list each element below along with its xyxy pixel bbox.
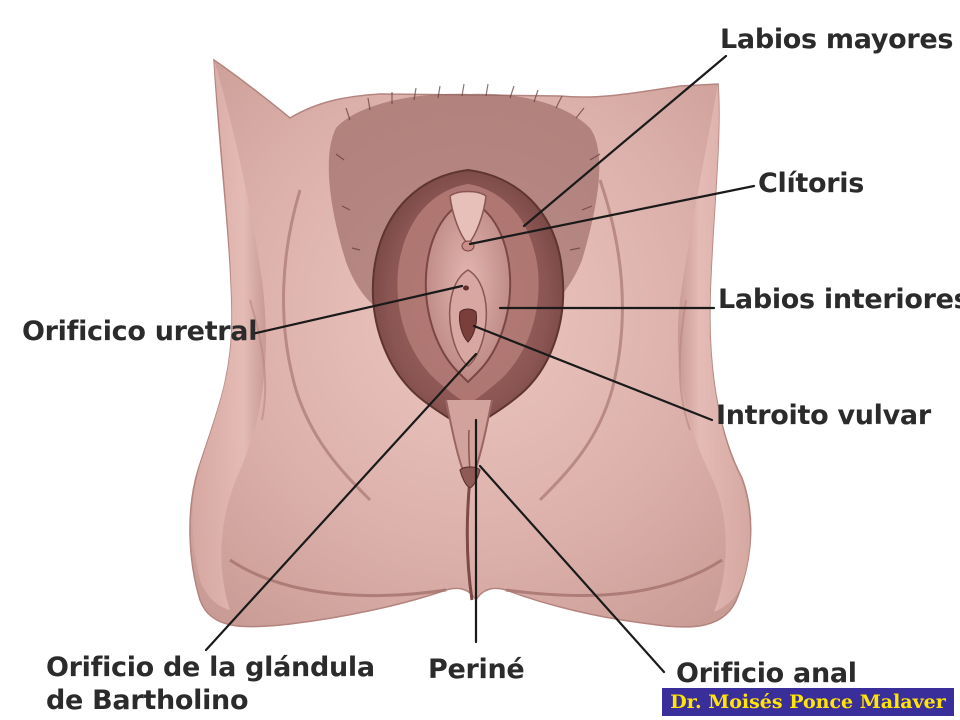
left-thigh-fold — [249, 299, 267, 421]
label-labios-interiores: Labios interiores — [718, 284, 960, 315]
right-thigh-shade — [677, 84, 751, 612]
urethral-opening — [463, 285, 469, 291]
vaginal-opening — [459, 308, 477, 343]
gluteal-cleft — [465, 477, 474, 601]
leader-orificio-anal — [478, 464, 666, 674]
label-introito-vulvar: Introito vulvar — [716, 400, 931, 431]
leader-labios-mayores — [522, 54, 728, 228]
left-groin-crease — [282, 189, 372, 502]
leader-clitoris — [468, 184, 756, 246]
leader-lines — [204, 54, 756, 674]
label-orificio-bartholino: Orificio de la glándula de Bartholino — [46, 652, 375, 716]
clitoral-hood — [449, 190, 487, 246]
right-buttock-fold — [505, 558, 723, 598]
left-buttock-fold — [229, 558, 447, 598]
label-clitoris: Clítoris — [758, 168, 865, 199]
label-perine: Periné — [428, 654, 525, 685]
right-groin-crease — [538, 179, 624, 502]
leader-bartholino — [204, 352, 478, 652]
right-thigh-fold — [678, 299, 691, 431]
label-labios-mayores: Labios mayores — [720, 24, 954, 55]
leader-orificio-uretral — [250, 284, 464, 336]
left-thigh-shade — [192, 60, 266, 610]
label-orificio-uretral: Orificico uretral — [22, 316, 258, 347]
label-orificio-anal: Orificio anal — [676, 658, 857, 689]
credit-banner: Dr. Moisés Ponce Malaver — [662, 688, 954, 716]
leader-introito-vulvar — [472, 324, 714, 422]
hair-strokes — [335, 83, 601, 251]
